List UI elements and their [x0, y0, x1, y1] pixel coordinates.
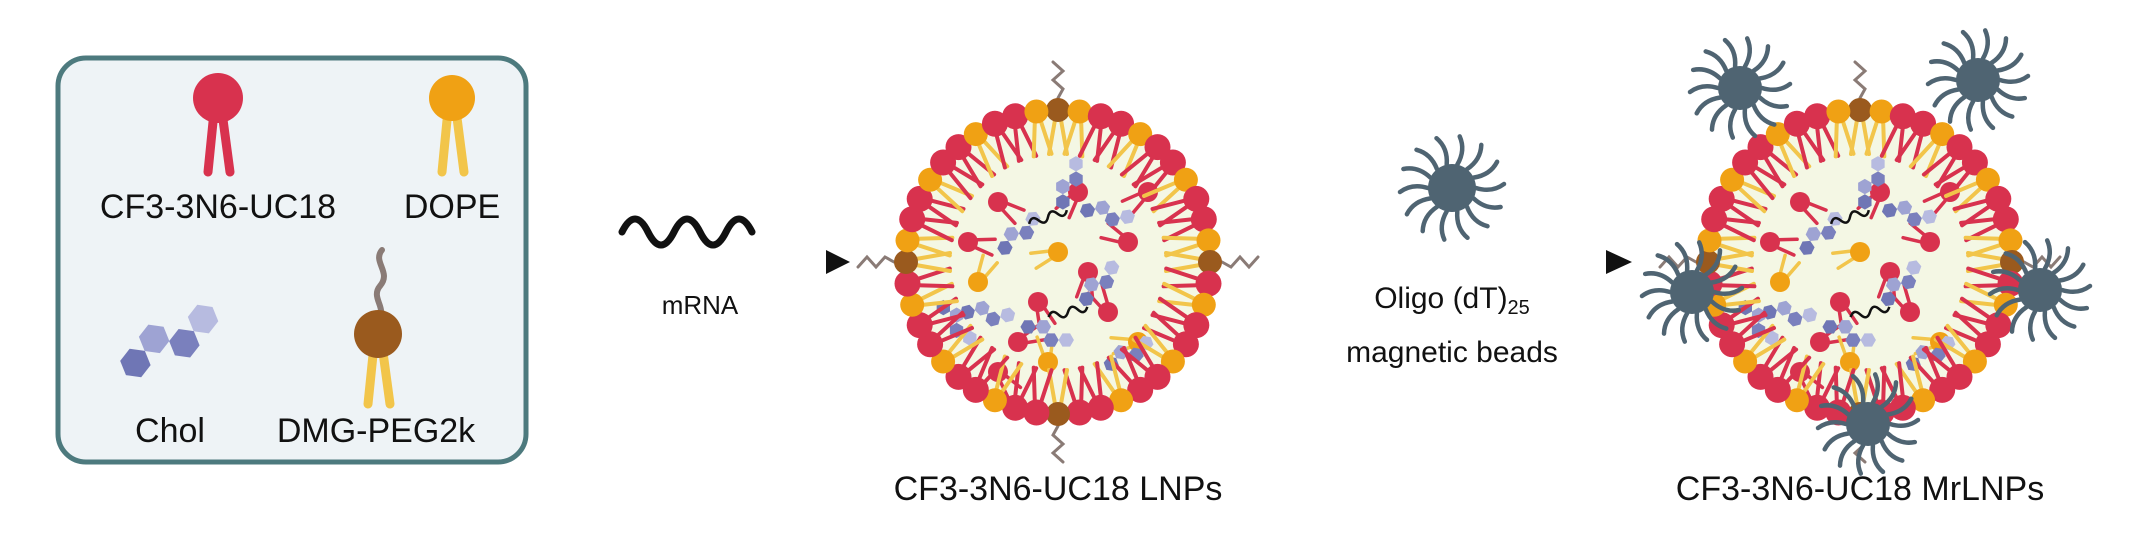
legend-label-ionizable-lipid: CF3-3N6-UC18: [99, 188, 337, 226]
magnetic-bead-icon: [1397, 134, 1507, 242]
step2-arrow: [1288, 250, 1632, 274]
mrlnp-particle: [1639, 28, 2093, 476]
lnp-label: CF3-3N6-UC18 LNPs: [893, 470, 1223, 508]
mrlnp-label: CF3-3N6-UC18 MrLNPs: [1675, 470, 2045, 508]
step2-label-line1: Oligo (dT)25: [1374, 282, 1530, 319]
ionizable-lipid-icon: [193, 73, 243, 177]
legend-label-dope: DOPE: [403, 188, 501, 226]
step1-label: mRNA: [661, 290, 739, 320]
step2-label-line2: magnetic beads: [1346, 336, 1558, 369]
lnp-particle: [856, 60, 1260, 464]
legend-label-peg: DMG-PEG2k: [276, 412, 476, 450]
cholesterol-icon: [120, 304, 219, 378]
step1-arrow: [568, 250, 850, 274]
legend-label-chol: Chol: [135, 412, 205, 450]
helper-lipid-icon: [429, 75, 475, 177]
peg-lipid-icon: [354, 247, 402, 409]
mrna-wave-icon: [618, 215, 756, 249]
component-legend-box: [55, 55, 529, 465]
